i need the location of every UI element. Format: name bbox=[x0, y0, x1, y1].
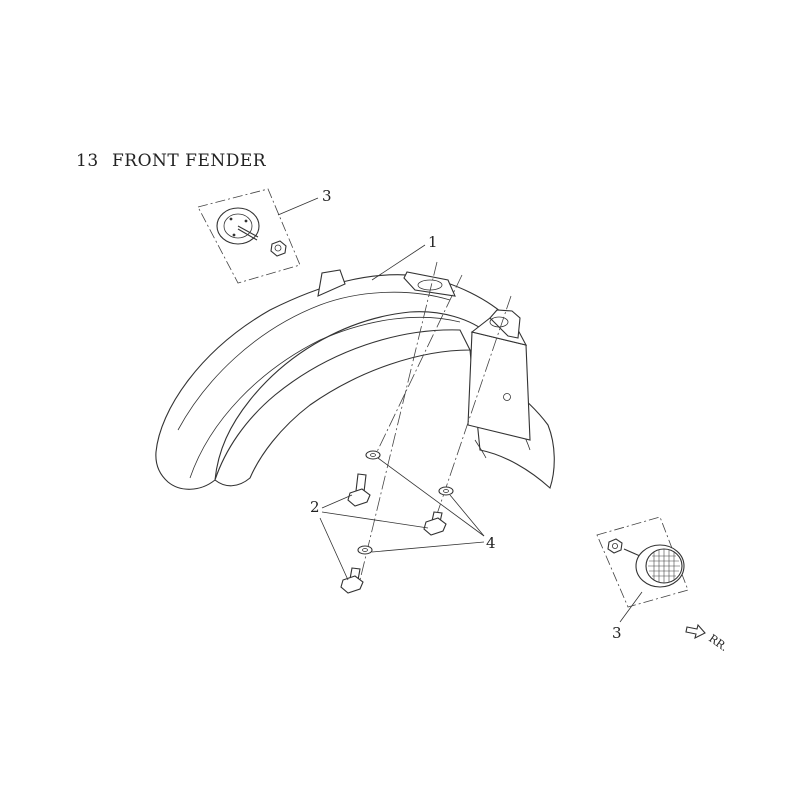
reflector-lower-nut bbox=[607, 538, 623, 554]
fender-inner-edge bbox=[474, 439, 487, 459]
reflector-upper-nut bbox=[270, 240, 287, 257]
reflector-upper-box bbox=[197, 188, 301, 284]
callout-part-3-upper: 3 bbox=[322, 187, 332, 205]
reflector-lower bbox=[596, 516, 689, 608]
direction-label: RR. bbox=[706, 632, 730, 654]
leader-part-3-upper bbox=[277, 197, 319, 216]
leader-part-1 bbox=[371, 244, 426, 281]
callout-part-3-lower: 3 bbox=[612, 624, 622, 642]
leader-part-3-lower bbox=[619, 591, 643, 623]
washer-hole bbox=[443, 489, 449, 493]
bolt bbox=[347, 473, 371, 507]
leader-part-2 bbox=[321, 494, 353, 509]
fender-ridge-line bbox=[177, 291, 451, 431]
reflector-upper-nut-hole bbox=[274, 244, 282, 252]
reflector-lower-stud bbox=[623, 548, 641, 557]
washers bbox=[357, 450, 454, 555]
fender-mount-tab bbox=[317, 269, 346, 297]
bolts bbox=[340, 473, 447, 594]
leader-part-2 bbox=[321, 511, 429, 529]
reflector-upper bbox=[197, 188, 301, 284]
leader-part-2 bbox=[319, 517, 349, 581]
callout-part-1: 1 bbox=[428, 233, 438, 251]
reflector-upper-stud bbox=[237, 225, 259, 238]
leader-part-4 bbox=[371, 541, 485, 553]
bolt bbox=[423, 511, 447, 536]
leader-part-4 bbox=[449, 494, 485, 537]
section-title: FRONT FENDER bbox=[112, 151, 267, 171]
washer-hole bbox=[362, 548, 368, 552]
callout-part-4: 4 bbox=[486, 534, 496, 552]
assembly-axis-lines bbox=[359, 261, 512, 581]
axis-line bbox=[359, 261, 438, 581]
direction-indicator: RR. bbox=[685, 623, 730, 654]
reflector-upper-hole bbox=[232, 233, 236, 237]
reflector-lower-nut-hole bbox=[612, 543, 619, 550]
reflector-upper-hole bbox=[244, 219, 248, 223]
fender-shell bbox=[155, 274, 511, 490]
reflector-upper-lens bbox=[223, 213, 253, 239]
fender-bracket-hole bbox=[503, 393, 511, 401]
reflector-lower-grid bbox=[648, 549, 680, 583]
axis-line bbox=[373, 274, 463, 459]
washer bbox=[438, 486, 454, 496]
fender-ridge-line bbox=[189, 316, 461, 479]
reflector-lower-box bbox=[596, 516, 689, 608]
washer bbox=[357, 545, 373, 555]
leader-lines bbox=[277, 197, 643, 623]
fender-skirt bbox=[214, 329, 471, 487]
washer bbox=[365, 450, 381, 460]
front-fender bbox=[155, 269, 555, 490]
bolt bbox=[340, 567, 364, 594]
callout-part-2: 2 bbox=[310, 498, 320, 516]
diagram-title: 13 FRONT FENDER bbox=[76, 151, 267, 171]
fender-rear-bracket bbox=[467, 331, 531, 441]
washer-hole bbox=[370, 453, 376, 457]
reflector-upper-hole bbox=[229, 217, 233, 221]
direction-arrow-icon bbox=[685, 623, 706, 640]
axis-line bbox=[434, 295, 512, 521]
fender-mount-tab bbox=[403, 271, 456, 297]
section-number: 13 bbox=[76, 151, 99, 171]
fender-bracket-slot bbox=[489, 316, 509, 328]
leader-part-4 bbox=[377, 457, 485, 537]
callout-numbers: 1 3 2 4 3 bbox=[310, 187, 622, 642]
reflector-upper-stud bbox=[237, 228, 258, 241]
